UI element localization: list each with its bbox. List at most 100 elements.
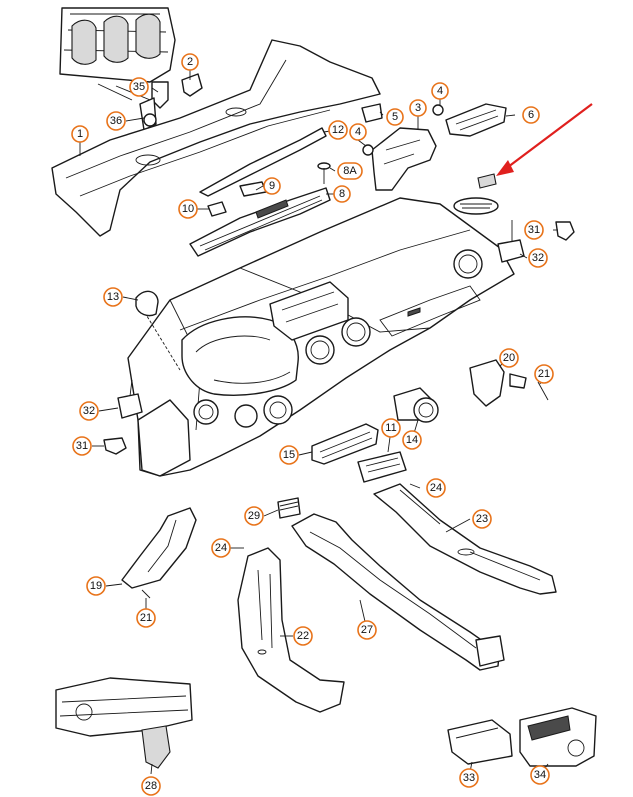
svg-text:23: 23 xyxy=(476,513,488,525)
part-29-block xyxy=(277,497,301,519)
svg-text:33: 33 xyxy=(463,772,475,784)
svg-text:28: 28 xyxy=(145,780,157,792)
part-31-32-right xyxy=(497,220,575,263)
part-6-side-vent xyxy=(445,103,507,137)
svg-text:24: 24 xyxy=(430,482,442,494)
svg-text:32: 32 xyxy=(83,405,95,417)
callout-11[interactable]: 11 xyxy=(381,418,401,438)
callout-24-right[interactable]: 24 xyxy=(426,478,446,498)
callout-6[interactable]: 6 xyxy=(522,106,540,124)
svg-text:31: 31 xyxy=(528,224,540,236)
callout-14[interactable]: 14 xyxy=(402,430,422,450)
part-10-clip xyxy=(207,201,227,217)
callout-2[interactable]: 2 xyxy=(181,53,199,71)
part-2-fastener xyxy=(181,73,203,97)
callout-12[interactable]: 12 xyxy=(328,120,348,140)
callout-35[interactable]: 35 xyxy=(129,77,149,97)
part-11-vent xyxy=(357,451,407,483)
callout-33[interactable]: 33 xyxy=(459,768,479,788)
part-23-duct xyxy=(373,483,557,595)
callout-28[interactable]: 28 xyxy=(141,776,161,796)
svg-text:34: 34 xyxy=(534,769,546,781)
callout-32-left[interactable]: 32 xyxy=(79,401,99,421)
part-12-trim-strip xyxy=(199,127,327,197)
svg-text:29: 29 xyxy=(248,510,260,522)
svg-text:14: 14 xyxy=(406,434,418,446)
svg-text:20: 20 xyxy=(503,352,515,364)
oval-grille xyxy=(453,197,499,215)
svg-text:36: 36 xyxy=(110,115,122,127)
callout-22[interactable]: 22 xyxy=(293,626,313,646)
part-8-defroster-grille xyxy=(189,187,331,257)
highlight-arrow xyxy=(496,103,593,176)
svg-text:5: 5 xyxy=(392,111,398,123)
part-19-left-duct xyxy=(121,507,197,599)
arrow-shaft xyxy=(503,103,593,171)
part-33-outlet xyxy=(447,719,513,765)
callout-1[interactable]: 1 xyxy=(71,125,89,143)
arrow-head xyxy=(496,160,514,176)
part-31-32-left xyxy=(103,379,143,455)
engine-bay-inset xyxy=(59,7,176,105)
dashboard-main-body xyxy=(127,197,515,477)
callout-36[interactable]: 36 xyxy=(106,111,126,131)
svg-text:13: 13 xyxy=(107,291,119,303)
svg-text:21: 21 xyxy=(538,368,550,380)
svg-text:22: 22 xyxy=(297,630,309,642)
svg-text:24: 24 xyxy=(215,542,227,554)
svg-text:27: 27 xyxy=(361,624,373,636)
callout-5[interactable]: 5 xyxy=(386,108,404,126)
callout-4-upper[interactable]: 4 xyxy=(431,82,449,100)
svg-text:11: 11 xyxy=(385,422,396,434)
svg-text:6: 6 xyxy=(528,109,534,121)
svg-text:19: 19 xyxy=(90,580,102,592)
callout-31-right[interactable]: 31 xyxy=(524,220,544,240)
callout-4-lower[interactable]: 4 xyxy=(349,123,367,141)
callout-10[interactable]: 10 xyxy=(178,199,198,219)
highlighted-part xyxy=(477,173,497,189)
part-3-bracket-group xyxy=(361,103,444,191)
part-15-lower-vent xyxy=(311,423,379,465)
callout-32-right[interactable]: 32 xyxy=(528,248,548,268)
part-34-module xyxy=(519,707,597,767)
part-28-inset xyxy=(55,677,193,769)
svg-text:4: 4 xyxy=(355,126,361,138)
callout-21-left[interactable]: 21 xyxy=(136,608,156,628)
svg-text:10: 10 xyxy=(182,203,194,215)
small-bracket-35-36 xyxy=(139,81,169,131)
svg-text:8A: 8A xyxy=(343,165,357,177)
svg-text:1: 1 xyxy=(77,128,83,140)
callout-27[interactable]: 27 xyxy=(357,620,377,640)
part-8A-screw xyxy=(317,162,331,184)
svg-text:21: 21 xyxy=(140,612,152,624)
callout-13[interactable]: 13 xyxy=(103,287,123,307)
svg-text:9: 9 xyxy=(269,180,275,192)
svg-text:31: 31 xyxy=(76,440,88,452)
callout-9[interactable]: 9 xyxy=(263,177,281,195)
callout-31-left[interactable]: 31 xyxy=(72,436,92,456)
part-20-21-right-bracket xyxy=(469,359,549,407)
callout-24-left[interactable]: 24 xyxy=(211,538,231,558)
part-1-scuttle-panel xyxy=(51,39,381,237)
callout-34[interactable]: 34 xyxy=(530,765,550,785)
svg-text:35: 35 xyxy=(133,81,145,93)
callout-8A[interactable]: 8A xyxy=(337,162,363,180)
callout-8[interactable]: 8 xyxy=(333,185,351,203)
svg-text:2: 2 xyxy=(187,56,193,68)
svg-text:15: 15 xyxy=(283,449,295,461)
svg-text:3: 3 xyxy=(415,102,421,114)
svg-text:32: 32 xyxy=(532,252,544,264)
part-13-left-vent xyxy=(135,290,159,317)
part-9-bracket xyxy=(239,181,267,197)
callout-19[interactable]: 19 xyxy=(86,576,106,596)
callout-29[interactable]: 29 xyxy=(244,506,264,526)
callout-20[interactable]: 20 xyxy=(499,348,519,368)
callout-21-right[interactable]: 21 xyxy=(534,364,554,384)
svg-text:8: 8 xyxy=(339,188,345,200)
callout-23[interactable]: 23 xyxy=(472,509,492,529)
svg-text:4: 4 xyxy=(437,85,443,97)
callout-3[interactable]: 3 xyxy=(409,99,427,117)
part-22-duct xyxy=(237,547,345,713)
callout-15[interactable]: 15 xyxy=(279,445,299,465)
